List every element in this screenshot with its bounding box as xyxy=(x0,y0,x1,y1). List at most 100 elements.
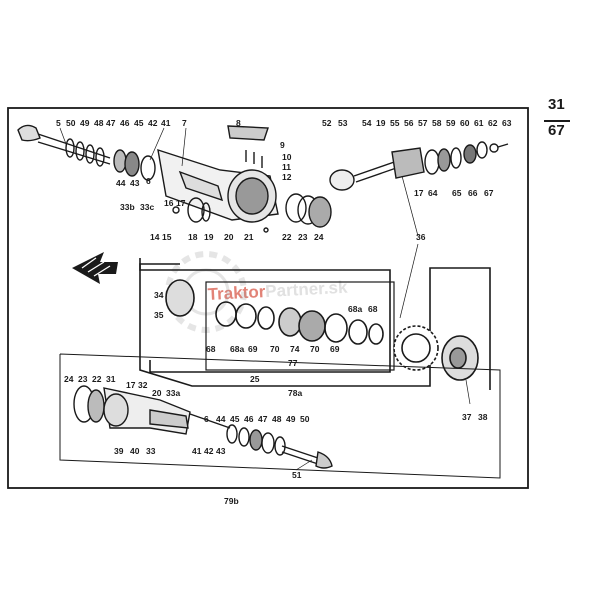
svg-text:51: 51 xyxy=(292,470,302,480)
watermark: TraktorPartner.sk xyxy=(207,278,348,304)
svg-text:33a: 33a xyxy=(166,388,180,398)
leader-lines xyxy=(59,127,471,471)
svg-text:60: 60 xyxy=(460,118,470,128)
svg-text:65: 65 xyxy=(452,188,462,198)
svg-text:50: 50 xyxy=(300,414,310,424)
svg-text:36: 36 xyxy=(416,232,426,242)
svg-text:22: 22 xyxy=(282,232,292,242)
watermark-suffix: .sk xyxy=(323,278,348,298)
svg-text:15: 15 xyxy=(162,232,172,242)
svg-text:18: 18 xyxy=(188,232,198,242)
svg-text:41: 41 xyxy=(192,446,202,456)
svg-text:57: 57 xyxy=(418,118,428,128)
svg-text:25: 25 xyxy=(250,374,260,384)
svg-text:59: 59 xyxy=(446,118,456,128)
svg-text:38: 38 xyxy=(478,412,488,422)
svg-text:52: 52 xyxy=(322,118,332,128)
svg-text:9: 9 xyxy=(280,140,285,150)
svg-text:78a: 78a xyxy=(288,388,302,398)
svg-text:19: 19 xyxy=(204,232,214,242)
svg-text:69: 69 xyxy=(330,344,340,354)
svg-text:23: 23 xyxy=(298,232,308,242)
callouts-top-left: 5 50 49 48 47 46 45 42 41 7 xyxy=(56,118,187,128)
callouts-right-top: 54 19 55 56 57 58 59 60 61 62 63 17 64 6… xyxy=(362,118,512,198)
svg-text:21: 21 xyxy=(244,232,254,242)
center-inset xyxy=(139,258,491,390)
svg-text:66: 66 xyxy=(468,188,478,198)
svg-text:6: 6 xyxy=(204,414,209,424)
callouts-center: 36 34 35 68 68a 69 70 74 70 69 68a 68 77… xyxy=(154,232,426,398)
svg-text:55: 55 xyxy=(390,118,400,128)
svg-text:22: 22 xyxy=(92,374,102,384)
svg-text:10: 10 xyxy=(282,152,292,162)
svg-text:TraktorPartner.sk: TraktorPartner.sk xyxy=(207,278,348,304)
callouts-bottom-right: 44 45 46 47 48 49 50 41 42 43 51 37 38 xyxy=(192,412,488,480)
svg-text:50: 50 xyxy=(66,118,76,128)
svg-text:56: 56 xyxy=(404,118,414,128)
svg-text:44: 44 xyxy=(116,178,126,188)
svg-text:46: 46 xyxy=(244,414,254,424)
callouts-bottom-left: 24 23 22 31 17 32 20 33a 39 40 33 6 xyxy=(64,374,209,456)
direction-arrow-icon xyxy=(72,252,118,284)
svg-text:32: 32 xyxy=(138,380,148,390)
svg-text:67: 67 xyxy=(484,188,494,198)
svg-text:24: 24 xyxy=(314,232,324,242)
svg-text:69: 69 xyxy=(248,344,258,354)
svg-text:43: 43 xyxy=(130,178,140,188)
page-number-top: 31 xyxy=(548,96,565,113)
svg-text:7: 7 xyxy=(182,118,187,128)
svg-text:68: 68 xyxy=(206,344,216,354)
bottom-axle-assembly xyxy=(59,353,501,479)
svg-text:74: 74 xyxy=(290,344,300,354)
svg-text:6: 6 xyxy=(146,176,151,186)
svg-text:45: 45 xyxy=(134,118,144,128)
svg-text:68a: 68a xyxy=(230,344,244,354)
watermark-part1: Traktor xyxy=(207,282,266,304)
svg-text:33c: 33c xyxy=(140,202,154,212)
svg-text:16: 16 xyxy=(164,198,174,208)
callouts-housing: 8 9 10 11 12 20 21 xyxy=(224,118,292,242)
svg-text:11: 11 xyxy=(282,162,291,172)
svg-text:49: 49 xyxy=(80,118,90,128)
svg-text:19: 19 xyxy=(376,118,386,128)
svg-text:46: 46 xyxy=(120,118,130,128)
svg-text:61: 61 xyxy=(474,118,484,128)
page-number-bottom: 67 xyxy=(548,122,565,139)
svg-text:42: 42 xyxy=(204,446,214,456)
svg-text:35: 35 xyxy=(154,310,164,320)
svg-text:68a: 68a xyxy=(348,304,362,314)
svg-text:17: 17 xyxy=(176,198,186,208)
svg-text:43: 43 xyxy=(216,446,226,456)
svg-text:31: 31 xyxy=(106,374,116,384)
svg-text:37: 37 xyxy=(462,412,472,422)
svg-text:63: 63 xyxy=(502,118,512,128)
svg-text:48: 48 xyxy=(272,414,282,424)
svg-text:20: 20 xyxy=(224,232,234,242)
svg-text:77: 77 xyxy=(288,358,298,368)
callouts-center-top: 52 53 22 23 24 xyxy=(282,118,348,242)
footer-label: 79b xyxy=(224,496,239,506)
top-axle-assembly xyxy=(17,124,332,233)
svg-text:58: 58 xyxy=(432,118,442,128)
svg-text:42: 42 xyxy=(148,118,158,128)
svg-text:70: 70 xyxy=(310,344,320,354)
svg-text:17: 17 xyxy=(126,380,136,390)
svg-text:39: 39 xyxy=(114,446,124,456)
watermark-part2: Partner xyxy=(265,279,326,301)
svg-text:47: 47 xyxy=(106,118,116,128)
svg-text:62: 62 xyxy=(488,118,498,128)
main-frame xyxy=(7,107,529,489)
svg-text:44: 44 xyxy=(216,414,226,424)
svg-text:41: 41 xyxy=(161,118,171,128)
top-right-pinion xyxy=(329,141,509,191)
page-number-rule xyxy=(544,120,570,122)
svg-text:8: 8 xyxy=(236,118,241,128)
svg-text:17: 17 xyxy=(414,188,424,198)
callouts-left-lower: 44 43 6 33b 33c 16 17 14 15 18 19 xyxy=(116,176,214,242)
svg-text:68: 68 xyxy=(368,304,378,314)
svg-text:33b: 33b xyxy=(120,202,135,212)
svg-text:20: 20 xyxy=(152,388,162,398)
svg-text:34: 34 xyxy=(154,290,164,300)
